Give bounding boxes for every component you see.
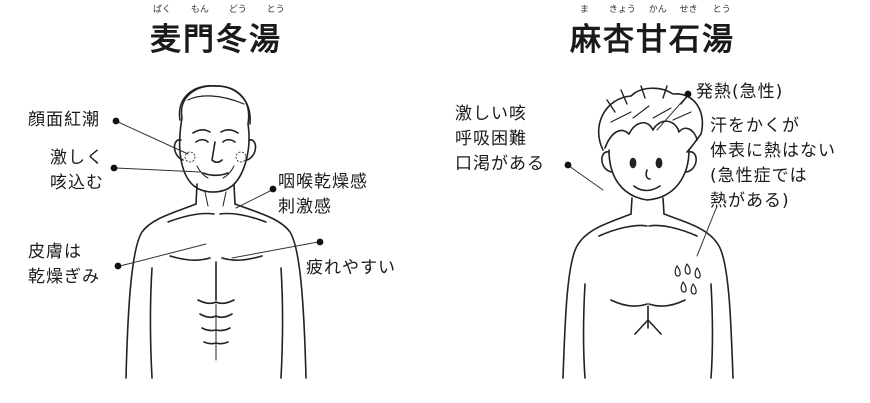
title-ruby: ばく もん どう とう: [153, 2, 285, 15]
ruby-5: とう: [712, 5, 731, 15]
label-cough-line1: 激しい咳: [455, 104, 527, 124]
label-dry-skin: 皮膚は 乾燥ぎみ: [28, 240, 100, 290]
title-ruby: ま きょう かん せき とう: [580, 2, 731, 15]
label-facial-flushing: 顔面紅潮: [28, 110, 100, 130]
label-cough-line2: 呼吸困難: [455, 129, 527, 149]
panel-makyokansekito: ま きょう かん せき とう 麻杏甘石湯 激しい咳 呼吸困難 口渇がある 発熱(…: [435, 0, 870, 403]
label-violent-cough: 激しく 咳込む: [50, 146, 104, 196]
ruby-4: とう: [266, 5, 285, 15]
label-sweating: 汗をかくが 体表に熱はない (急性症では 熱がある): [710, 114, 836, 214]
ruby-1: ばく: [153, 5, 172, 15]
label-violent-cough-dyspnea: 激しい咳 呼吸困難 口渇がある: [455, 102, 545, 177]
ruby-4: せき: [679, 5, 698, 15]
label-fever-acute: 発熱(急性): [696, 82, 784, 102]
label-throat-dryness-line2: 刺激感: [278, 197, 332, 217]
panel-bakumondoto: ばく もん どう とう 麦門冬湯 顔面紅潮 激しく 咳込む 咽喉乾燥感 刺激感 …: [28, 2, 396, 379]
label-cough-line3: 口渇がある: [455, 154, 545, 174]
young-man-illustration: [562, 85, 734, 379]
title-makyokansekito: 麻杏甘石湯: [570, 22, 735, 58]
label-sweat-line2: 体表に熱はない: [710, 141, 836, 161]
ruby-1: ま: [580, 5, 590, 15]
label-dry-skin-line2: 乾燥ぎみ: [28, 267, 100, 287]
older-man-illustration: [110, 85, 324, 379]
title-bakumondoto: 麦門冬湯: [150, 22, 282, 58]
ruby-3: かん: [648, 5, 667, 15]
label-throat-dryness: 咽喉乾燥感 刺激感: [278, 170, 368, 220]
label-sweat-line4: 熱がある): [710, 191, 790, 211]
ruby-2: きょう: [608, 5, 636, 15]
ruby-2: もん: [190, 5, 209, 15]
label-violent-cough-line2: 咳込む: [50, 173, 104, 193]
ruby-3: どう: [228, 5, 247, 15]
label-throat-dryness-line1: 咽喉乾燥感: [278, 172, 368, 192]
label-violent-cough-line1: 激しく: [50, 148, 104, 168]
label-sweat-line1: 汗をかくが: [710, 116, 800, 136]
label-dry-skin-line1: 皮膚は: [28, 242, 82, 262]
label-sweat-line3: (急性症では: [710, 166, 808, 186]
label-fatigue: 疲れやすい: [306, 258, 396, 278]
